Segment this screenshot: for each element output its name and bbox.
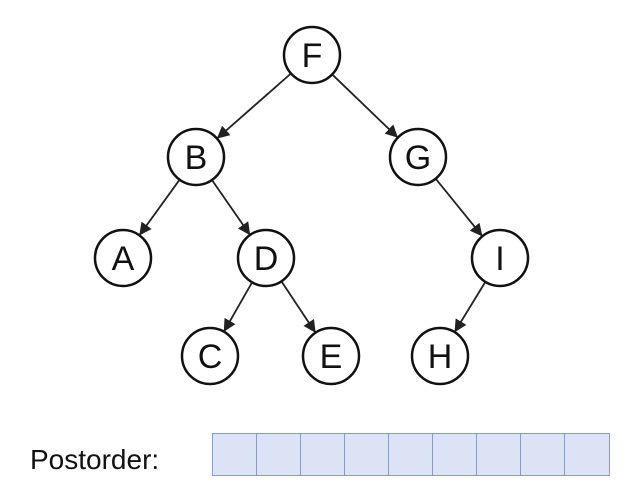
postorder-cell-5[interactable] bbox=[389, 434, 433, 475]
node-circle bbox=[93, 228, 153, 288]
node-circle bbox=[236, 228, 296, 288]
node-circle bbox=[180, 326, 240, 386]
edge-b-d bbox=[211, 179, 251, 236]
postorder-cell-6[interactable] bbox=[433, 434, 477, 475]
node-label: G bbox=[405, 139, 431, 177]
node-circle bbox=[410, 326, 470, 386]
edge-g-i bbox=[434, 178, 483, 237]
node-circle bbox=[388, 127, 448, 187]
node-label: A bbox=[112, 240, 135, 278]
node-label: H bbox=[428, 338, 453, 376]
tree-node-g: G bbox=[388, 127, 448, 187]
postorder-array bbox=[212, 433, 610, 476]
edge-f-g bbox=[331, 73, 399, 138]
postorder-cell-2[interactable] bbox=[257, 434, 301, 475]
tree-node-c: C bbox=[180, 326, 240, 386]
postorder-cell-8[interactable] bbox=[521, 434, 565, 475]
node-circle bbox=[282, 25, 342, 85]
node-label: E bbox=[320, 338, 343, 376]
postorder-cell-7[interactable] bbox=[477, 434, 521, 475]
edge-d-c bbox=[223, 281, 253, 332]
tree-node-e: E bbox=[301, 326, 361, 386]
edge-f-b bbox=[216, 72, 292, 139]
postorder-label: Postorder: bbox=[30, 444, 160, 475]
tree-node-h: H bbox=[410, 326, 470, 386]
tree-node-a: A bbox=[93, 228, 153, 288]
node-label: C bbox=[198, 338, 223, 376]
edge-d-e bbox=[280, 280, 316, 333]
tree-node-i: I bbox=[470, 228, 530, 288]
tree-nodes: F B G A D I C E H bbox=[93, 25, 530, 386]
edge-i-h bbox=[454, 281, 487, 333]
postorder-cell-4[interactable] bbox=[345, 434, 389, 475]
node-circle bbox=[470, 228, 530, 288]
node-label: D bbox=[254, 240, 279, 278]
postorder-cell-9[interactable] bbox=[565, 434, 609, 475]
node-label: B bbox=[185, 139, 208, 177]
node-label: F bbox=[302, 37, 323, 75]
postorder-cell-1[interactable] bbox=[213, 434, 257, 475]
tree-node-f: F bbox=[282, 25, 342, 85]
node-label: I bbox=[495, 240, 504, 278]
tree-node-b: B bbox=[166, 127, 226, 187]
node-circle bbox=[301, 326, 361, 386]
tree-edges bbox=[139, 72, 487, 333]
node-circle bbox=[166, 127, 226, 187]
postorder-cell-3[interactable] bbox=[301, 434, 345, 475]
tree-node-d: D bbox=[236, 228, 296, 288]
edge-b-a bbox=[139, 179, 181, 236]
